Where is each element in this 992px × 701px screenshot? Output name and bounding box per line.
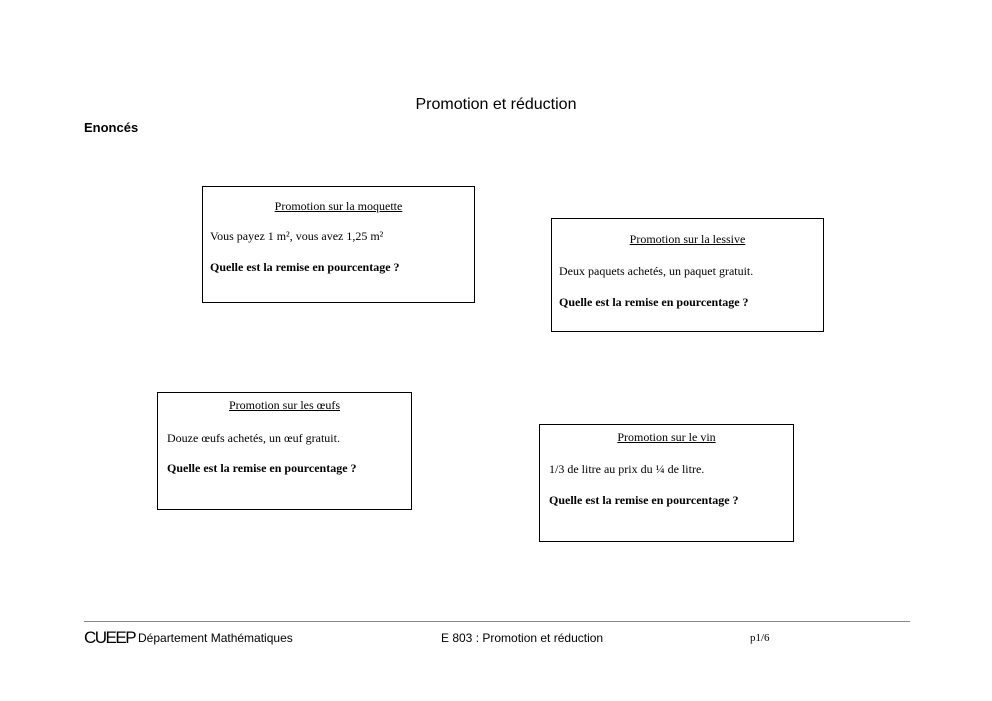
exercise-question: Quelle est la remise en pourcentage ? (549, 493, 739, 507)
exercise-box-moquette: Promotion sur la moquette Vous payez 1 m… (202, 186, 475, 303)
exercise-statement: Douze œufs achetés, un œuf gratuit. (167, 431, 340, 445)
footer-document-code: E 803 : Promotion et réduction (441, 631, 604, 645)
footer-divider (84, 621, 910, 622)
exercise-title: Promotion sur la lessive (629, 232, 746, 246)
exercise-question: Quelle est la remise en pourcentage ? (210, 260, 400, 274)
exercise-box-oeufs: Promotion sur les œufs Douze œufs acheté… (157, 392, 412, 510)
exercise-title: Promotion sur la moquette (274, 199, 403, 213)
exercise-statement: Vous payez 1 m², vous avez 1,25 m² (210, 229, 384, 243)
exercise-question: Quelle est la remise en pourcentage ? (167, 461, 357, 475)
exercise-title: Promotion sur le vin (617, 430, 716, 444)
exercise-question: Quelle est la remise en pourcentage ? (559, 295, 749, 309)
page-title: Promotion et réduction (415, 96, 577, 113)
section-heading: Enoncés (84, 120, 139, 135)
footer-logo: CUEEP (84, 628, 137, 647)
exercise-box-vin: Promotion sur le vin 1/3 de litre au pri… (539, 424, 794, 542)
exercise-statement: Deux paquets achetés, un paquet gratuit. (559, 264, 754, 278)
footer-department: Département Mathématiques (138, 631, 293, 645)
exercise-statement: 1/3 de litre au prix du ¼ de litre. (549, 462, 705, 476)
exercise-box-lessive: Promotion sur la lessive Deux paquets ac… (551, 218, 824, 332)
footer-page-number: p1/6 (750, 632, 770, 644)
exercise-title: Promotion sur les œufs (229, 398, 340, 412)
